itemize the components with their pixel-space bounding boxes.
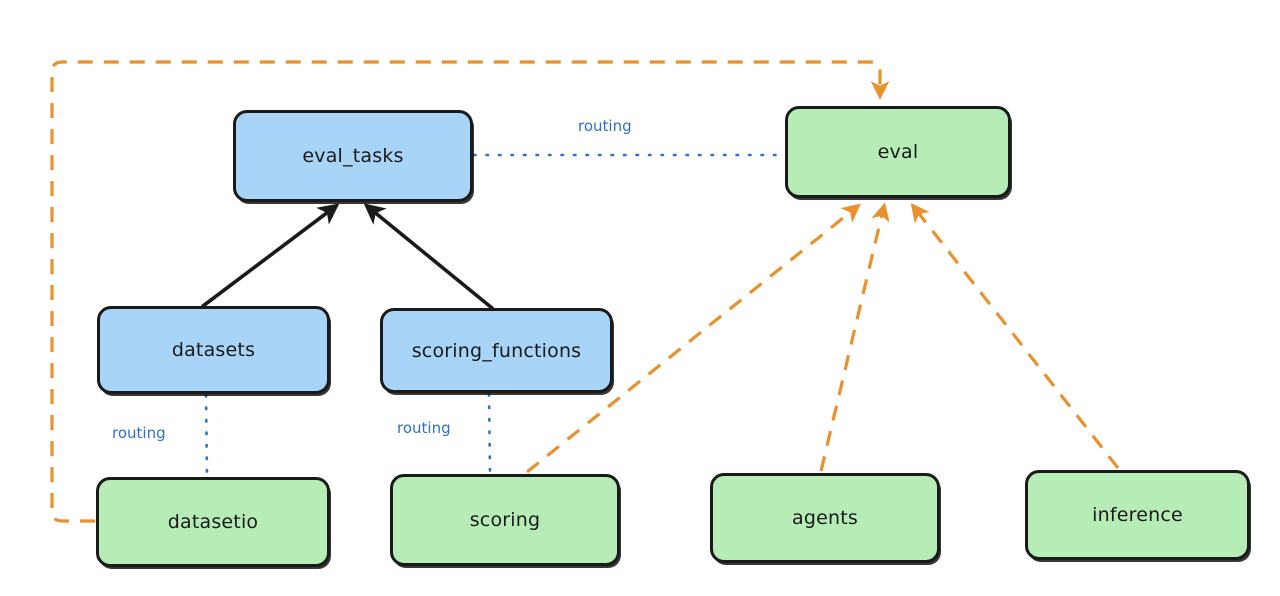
node-label-scoring: scoring: [469, 509, 541, 531]
edge-scoring_functions-eval_tasks: [363, 203, 494, 310]
node-agents[interactable]: agents: [710, 473, 940, 563]
node-datasetio[interactable]: datasetio: [96, 477, 330, 567]
node-eval[interactable]: eval: [785, 106, 1011, 198]
node-label-datasets: datasets: [171, 339, 256, 361]
edge-scoring-eval: [525, 203, 861, 474]
edge-scoring_functions-scoring: [487, 392, 492, 475]
edge-label-routing-eval: routing: [578, 117, 632, 135]
node-label-datasetio: datasetio: [167, 511, 259, 533]
edge-agents-eval: [819, 202, 890, 472]
edge-inference-eval: [910, 203, 1120, 469]
edge-label-routing-datasets: routing: [112, 424, 166, 442]
node-label-agents: agents: [792, 507, 858, 529]
edge-label-routing-scoring: routing: [397, 419, 451, 437]
node-datasets[interactable]: datasets: [97, 306, 330, 394]
node-scoring_functions[interactable]: scoring_functions: [380, 308, 613, 393]
node-label-scoring_functions: scoring_functions: [411, 339, 582, 362]
edge-datasetio-eval: [50, 60, 890, 523]
node-label-eval_tasks: eval_tasks: [302, 145, 404, 167]
node-label-eval: eval: [877, 141, 919, 163]
node-inference[interactable]: inference: [1025, 470, 1250, 560]
edge-datasets-datasetio: [204, 393, 209, 478]
node-label-inference: inference: [1092, 504, 1183, 526]
edge-datasets-eval_tasks: [201, 203, 340, 308]
node-eval_tasks[interactable]: eval_tasks: [233, 110, 473, 202]
node-scoring[interactable]: scoring: [390, 474, 620, 566]
